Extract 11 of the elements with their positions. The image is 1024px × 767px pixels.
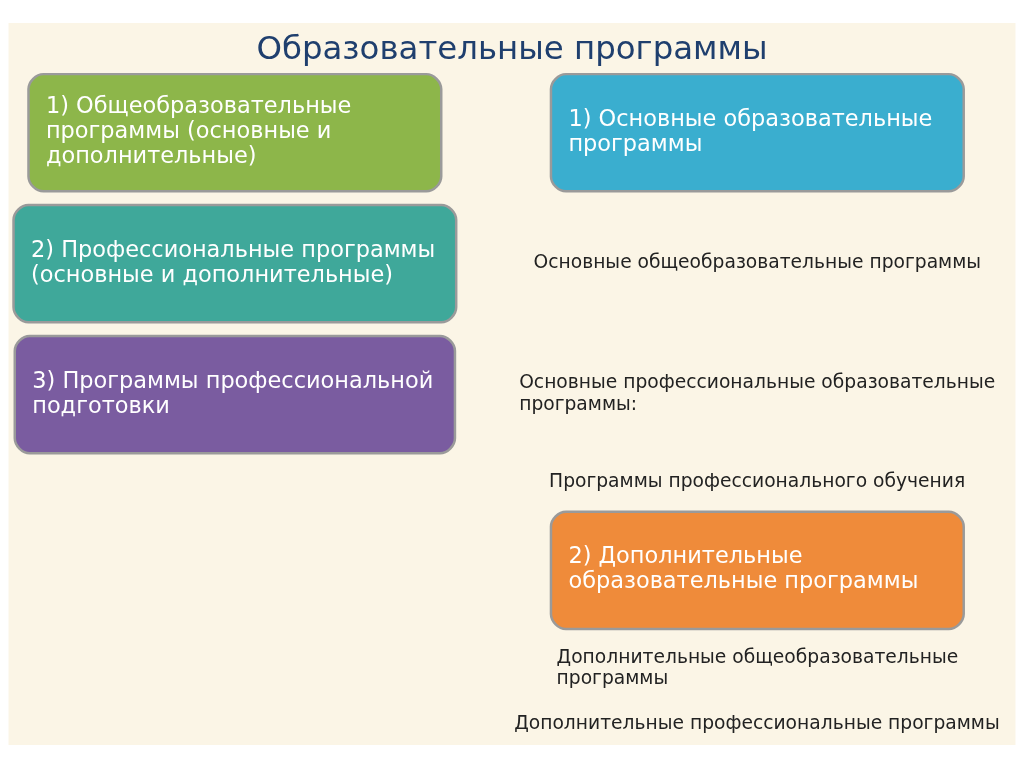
label: Основные общеобразовательные программы [533,250,982,272]
label: Основные профессиональные образовательные программы: [519,370,996,414]
node-box: 2) Профессиональные программы (основные и дополнительные) [12,203,458,323]
node-box: 3) Программы профессиональной подготовки [13,334,457,454]
label: Программы профессионального обучения [549,469,966,491]
label: Дополнительные профессиональные программы [514,711,1000,733]
node-box: 1) Основные образовательные программы [549,72,965,193]
label: Дополнительные общеобразовательные программы [556,645,959,688]
diagram-title: Образовательные программы [256,28,768,67]
node-box: 2) Дополнительные образовательные программы [549,510,965,630]
node-box: 1) Общеобразовательные программы (основные и дополнительные) [27,72,443,193]
